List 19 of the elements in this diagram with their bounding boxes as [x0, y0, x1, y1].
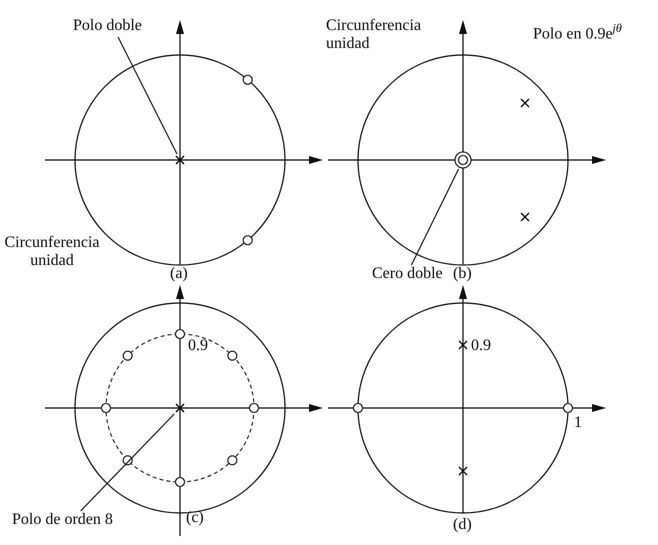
label-text: 0.9: [188, 337, 208, 355]
leader-line: [118, 36, 178, 154]
double-zero-marker: [454, 151, 472, 169]
label-text: Polo en 0.9e$^{jθ}$: [533, 22, 622, 44]
leader-line: [80, 414, 175, 512]
label-text: Circunferencia unidad: [3, 234, 101, 270]
double-pole-marker: [174, 154, 186, 166]
label-text: (a): [170, 265, 188, 283]
callout-text: Polo doble: [73, 17, 142, 35]
leader-line: [410, 168, 460, 266]
label-text: 1: [574, 414, 582, 432]
callout-text: Cero doble: [372, 265, 443, 283]
label-text: (d): [453, 516, 472, 534]
label-text: Circunferencia unidad: [326, 17, 422, 53]
label-text: (b): [453, 265, 472, 283]
callout-text: Polo de orden 8: [12, 511, 113, 529]
label-text: (c): [186, 509, 204, 527]
double-pole-marker: [174, 402, 186, 414]
label-text: 0.9: [471, 337, 491, 355]
